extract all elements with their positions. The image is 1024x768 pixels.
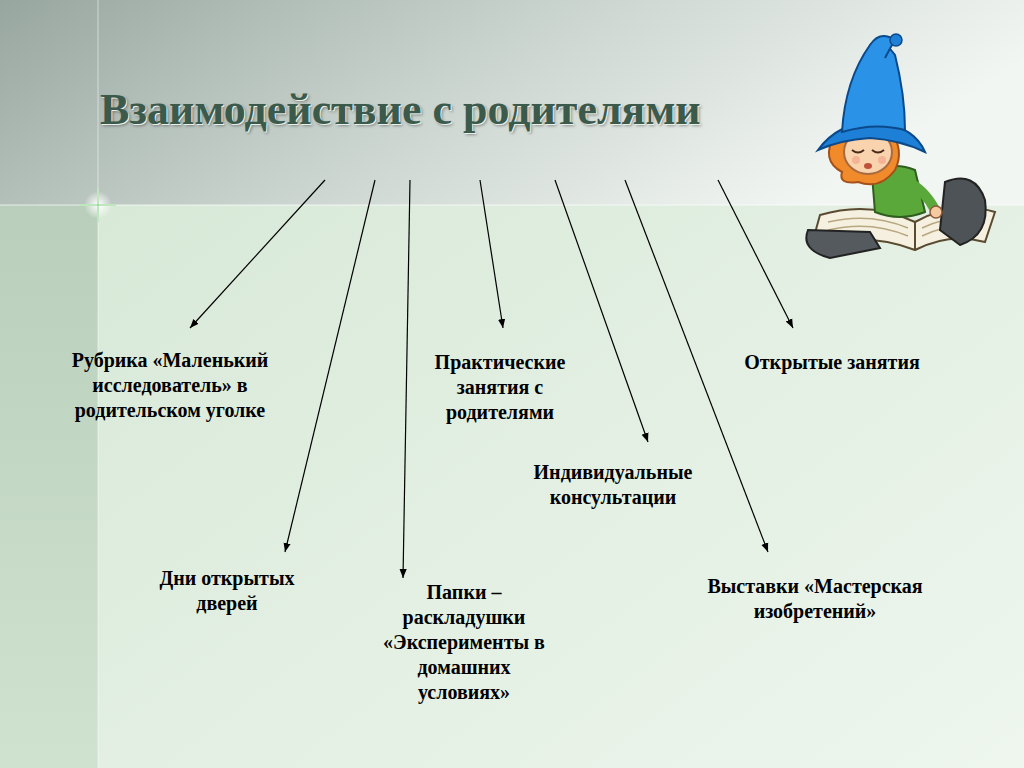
text-node: Индивидуальные консультации	[505, 442, 721, 514]
top-band	[0, 0, 1024, 205]
arrow-connector	[555, 180, 648, 442]
side-strip	[0, 205, 98, 768]
heading-text: Взаимодействие с родителями	[100, 84, 800, 136]
text-node: Практические занятия с родителями	[412, 328, 588, 429]
text-node: Выставки «Мастерская изобретений»	[650, 552, 980, 628]
arrow-connector	[190, 180, 325, 328]
arrow-connector	[480, 180, 503, 328]
band-edge	[0, 205, 1024, 206]
text-node: Дни открытых дверей	[134, 552, 320, 620]
node-label: Папки – раскладушки «Эксперименты в дома…	[372, 580, 556, 705]
arrow-connector	[403, 180, 410, 578]
node-label: Дни открытых дверей	[134, 566, 320, 616]
arrow-connector	[285, 180, 375, 552]
text-node: Рубрика «Маленький исследователь» в роди…	[30, 328, 310, 427]
node-label: Выставки «Мастерская изобретений»	[650, 574, 980, 624]
node-label: Открытые занятия	[712, 350, 952, 375]
text-node: Открытые занятия	[712, 328, 952, 379]
title-heading: Взаимодействие с родителями	[100, 78, 800, 180]
node-label: Индивидуальные консультации	[505, 460, 721, 510]
node-label: Рубрика «Маленький исследователь» в роди…	[30, 348, 310, 423]
arrow-connector	[718, 180, 793, 328]
reading-child-illustration	[806, 34, 995, 258]
sparkle	[80, 188, 116, 222]
node-label: Практические занятия с родителями	[412, 350, 588, 425]
text-node: Папки – раскладушки «Эксперименты в дома…	[372, 578, 556, 709]
